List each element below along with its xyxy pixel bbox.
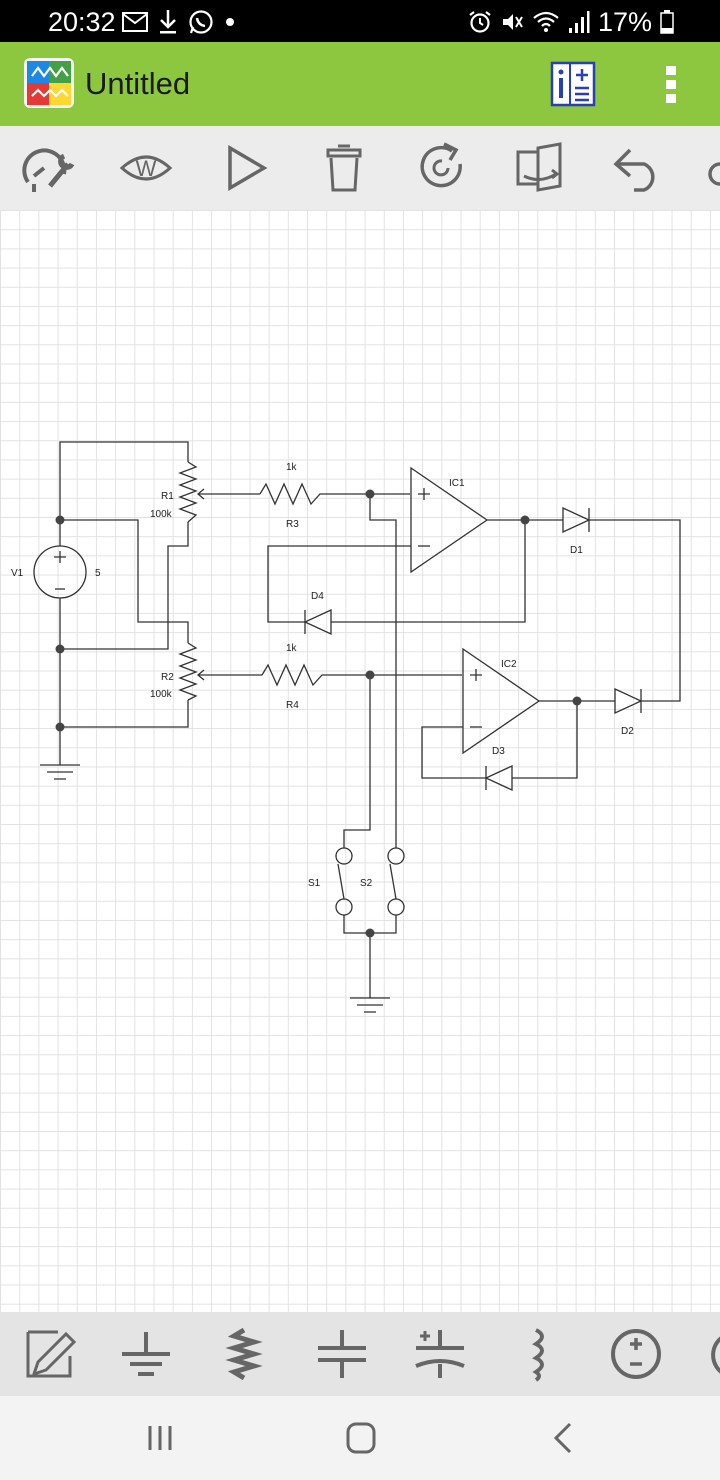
flip-icon[interactable] bbox=[512, 140, 568, 196]
label-s2: S2 bbox=[360, 878, 373, 889]
schematic-canvas[interactable]: V1 5 R1 100k R2 100k 1k R3 1k R4 IC1 IC2… bbox=[0, 210, 720, 1312]
info-list-icon[interactable] bbox=[550, 61, 596, 107]
rotate-icon[interactable] bbox=[414, 140, 470, 196]
label-ic1: IC1 bbox=[449, 478, 465, 489]
battery-icon bbox=[660, 10, 674, 34]
diode-d2[interactable] bbox=[614, 687, 643, 715]
label-s1: S1 bbox=[308, 878, 321, 889]
app-logo bbox=[24, 58, 74, 108]
dot-icon bbox=[226, 18, 234, 26]
more-component-icon[interactable] bbox=[704, 1326, 720, 1382]
resistor-r2[interactable] bbox=[178, 642, 262, 701]
settings-gauge-icon[interactable] bbox=[20, 140, 76, 196]
resistor-r1[interactable] bbox=[178, 461, 260, 523]
label-r3: R3 bbox=[286, 519, 299, 530]
switch-s1[interactable] bbox=[335, 847, 353, 916]
diode-d3[interactable] bbox=[484, 764, 513, 792]
app-title: Untitled bbox=[85, 66, 191, 101]
svg-text:W: W bbox=[136, 156, 157, 181]
signal-icon bbox=[568, 11, 590, 33]
junction-dots bbox=[55, 489, 582, 938]
label-r4: R4 bbox=[286, 700, 299, 711]
inductor-icon[interactable] bbox=[508, 1326, 568, 1382]
polarized-capacitor-icon[interactable] bbox=[410, 1326, 470, 1382]
resistor-icon[interactable] bbox=[214, 1326, 274, 1382]
label-r3-value: 1k bbox=[286, 462, 298, 473]
more-tool-icon[interactable] bbox=[706, 140, 720, 196]
back-icon[interactable] bbox=[534, 1418, 594, 1458]
label-v1: V1 bbox=[11, 568, 24, 579]
ground-1[interactable] bbox=[40, 727, 80, 780]
home-icon[interactable] bbox=[331, 1418, 391, 1458]
wifi-icon bbox=[533, 11, 559, 32]
mute-icon bbox=[502, 14, 523, 30]
battery-percent: 17% bbox=[597, 6, 652, 37]
label-ic2: IC2 bbox=[501, 659, 517, 670]
resistor-r3[interactable] bbox=[259, 482, 370, 506]
status-bar: 20:32 bbox=[0, 0, 720, 42]
label-d2: D2 bbox=[621, 726, 634, 737]
label-d4: D4 bbox=[311, 591, 324, 602]
navigation-bar bbox=[0, 1396, 720, 1480]
voltage-source-icon[interactable] bbox=[606, 1326, 666, 1382]
voltage-source-v1[interactable] bbox=[33, 545, 87, 599]
mail-icon bbox=[122, 12, 148, 32]
label-r4-value: 1k bbox=[286, 643, 298, 654]
component-bar bbox=[0, 1312, 720, 1396]
label-v1-value: 5 bbox=[95, 568, 101, 579]
opamp-ic1[interactable] bbox=[410, 466, 489, 574]
opamp-ic2[interactable] bbox=[462, 647, 541, 755]
diode-d1[interactable] bbox=[562, 506, 591, 534]
download-icon bbox=[160, 10, 176, 34]
switch-s2[interactable] bbox=[387, 847, 405, 916]
label-r1-value: 100k bbox=[150, 509, 173, 520]
ground-2[interactable] bbox=[350, 997, 390, 1013]
status-time: 20:32 bbox=[48, 7, 116, 37]
label-r2-value: 100k bbox=[150, 689, 173, 700]
delete-icon[interactable] bbox=[316, 140, 372, 196]
label-d3: D3 bbox=[492, 746, 505, 757]
watch-eye-icon[interactable]: W bbox=[118, 140, 174, 196]
toolbar: W bbox=[0, 126, 720, 210]
recents-icon[interactable] bbox=[130, 1418, 190, 1458]
circuit-schematic[interactable]: V1 5 R1 100k R2 100k 1k R3 1k R4 IC1 IC2… bbox=[0, 210, 720, 1312]
alarm-icon bbox=[469, 11, 491, 33]
ground-icon[interactable] bbox=[116, 1326, 176, 1382]
pencil-icon[interactable] bbox=[20, 1326, 80, 1382]
label-d1: D1 bbox=[570, 545, 583, 556]
app-bar: Untitled bbox=[0, 42, 720, 126]
capacitor-icon[interactable] bbox=[312, 1326, 372, 1382]
whatsapp-icon bbox=[189, 10, 213, 34]
label-r1: R1 bbox=[161, 491, 174, 502]
diode-d4[interactable] bbox=[303, 608, 332, 636]
undo-icon[interactable] bbox=[610, 140, 666, 196]
play-icon[interactable] bbox=[218, 140, 274, 196]
resistor-r4[interactable] bbox=[261, 663, 370, 687]
more-vert-icon[interactable] bbox=[652, 62, 690, 108]
label-r2: R2 bbox=[161, 672, 174, 683]
